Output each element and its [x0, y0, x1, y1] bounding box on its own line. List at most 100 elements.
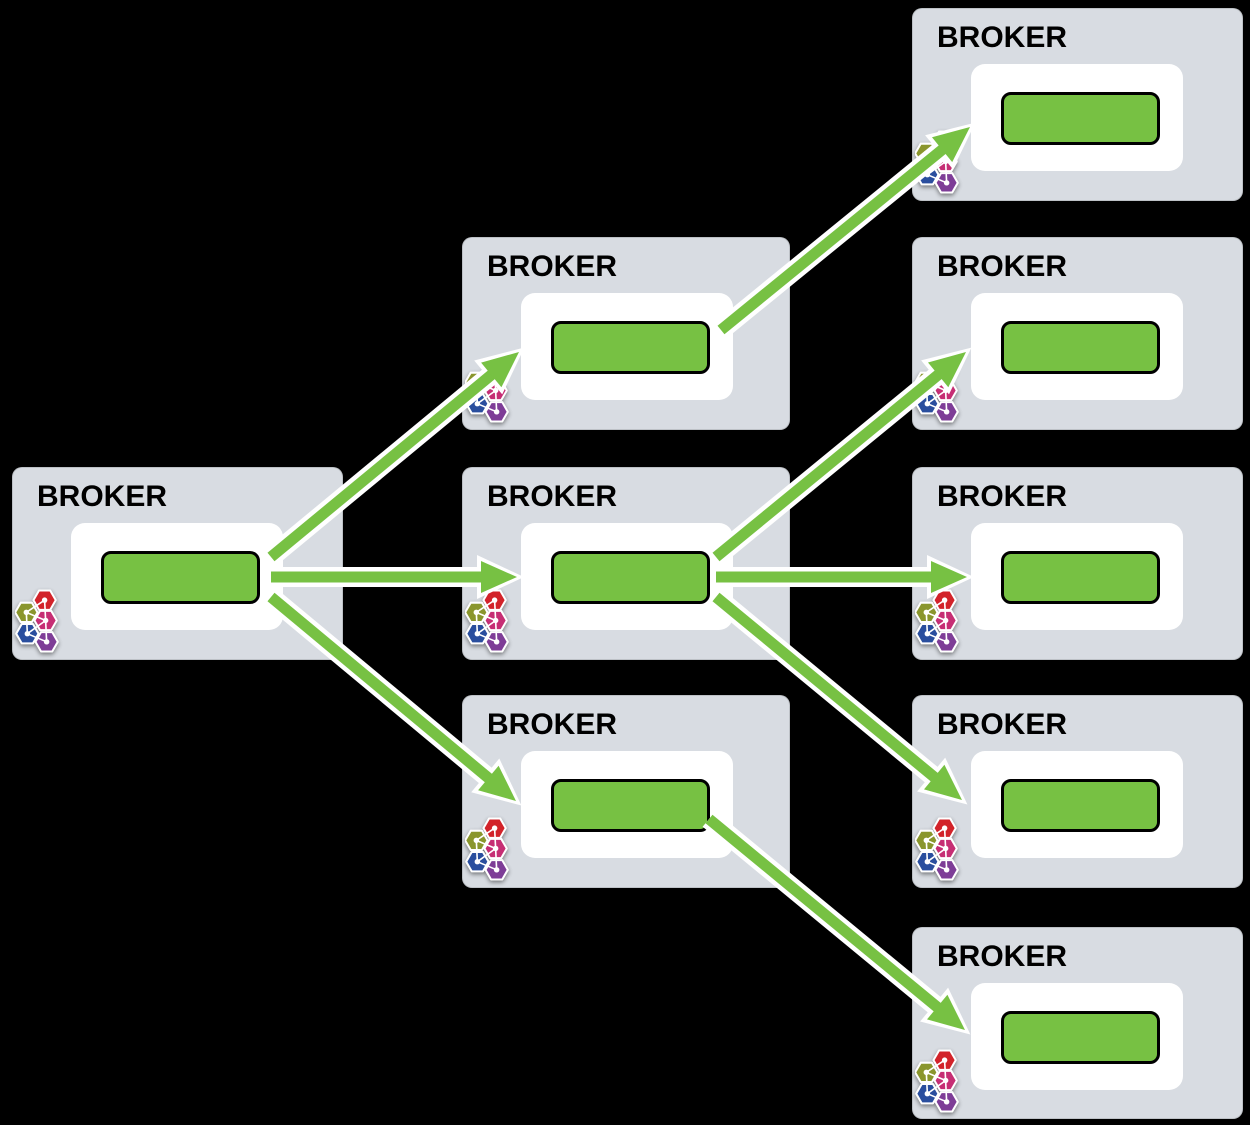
cluster-link [493, 828, 497, 849]
cluster-link [943, 600, 947, 621]
cluster-node-dot [923, 837, 930, 844]
cluster-node-dot [24, 630, 31, 637]
cluster-link [475, 612, 479, 634]
cluster-link [944, 161, 948, 183]
cluster-link [44, 620, 48, 642]
queue-rect [101, 551, 260, 604]
cluster-node-dot [492, 617, 499, 624]
cluster-link [493, 600, 497, 621]
cluster-node-dot [924, 1090, 931, 1097]
cluster-link [943, 370, 947, 391]
queue-panel [971, 64, 1183, 171]
cluster-node-dot [941, 138, 948, 144]
broker-left: BROKER [12, 467, 343, 660]
cluster-link [494, 848, 498, 870]
hexagon-cluster-icon [915, 130, 959, 194]
cluster-node-dot [943, 1099, 950, 1105]
cluster-node-dot [943, 180, 950, 186]
cluster-link [43, 600, 47, 621]
cluster-node-dot [473, 379, 480, 386]
cluster-node-dot [941, 825, 948, 831]
queue-rect [551, 321, 710, 374]
cluster-node-dot [923, 1069, 930, 1076]
broker-right-4: BROKER [912, 695, 1243, 888]
cluster-node-dot [493, 867, 500, 873]
cluster-link [475, 840, 479, 862]
cluster-link [925, 612, 929, 634]
cluster-link [476, 839, 496, 850]
cluster-link [25, 612, 29, 634]
broker-label: BROKER [487, 480, 618, 513]
cluster-link [943, 141, 947, 162]
broker-label: BROKER [487, 250, 618, 283]
queue-rect [1001, 92, 1160, 145]
queue-panel [521, 293, 733, 400]
hexagon-cluster-icon [915, 817, 959, 881]
broker-mid-bottom: BROKER [462, 695, 790, 888]
broker-right-5: BROKER [912, 927, 1243, 1119]
broker-label: BROKER [937, 480, 1068, 513]
broker-label: BROKER [487, 708, 618, 741]
cluster-node-dot [41, 597, 48, 603]
broker-right-2: BROKER [912, 237, 1243, 430]
cluster-link [25, 599, 46, 614]
cluster-node-dot [474, 858, 481, 865]
cluster-link [926, 1079, 947, 1095]
cluster-node-dot [943, 867, 950, 873]
cluster-link [925, 382, 929, 404]
cluster-link [477, 860, 497, 871]
queue-panel [521, 523, 733, 630]
cluster-node-dot [493, 409, 500, 415]
hexagon-cluster-icon [465, 589, 509, 653]
cluster-link [493, 370, 497, 391]
hexagon-cluster-icon [15, 589, 59, 653]
cluster-node-dot [474, 630, 481, 637]
cluster-link [27, 632, 47, 643]
cluster-node-dot [942, 1077, 949, 1084]
cluster-link [494, 390, 498, 412]
cluster-link [925, 840, 929, 862]
queue-rect [1001, 551, 1160, 604]
cluster-node-dot [924, 630, 931, 637]
broker-right-1: BROKER [912, 8, 1243, 201]
cluster-node-dot [491, 597, 498, 603]
cluster-node-dot [924, 400, 931, 407]
cluster-node-dot [924, 171, 931, 178]
cluster-node-dot [923, 609, 930, 616]
broker-label: BROKER [37, 480, 168, 513]
queue-panel [971, 293, 1183, 400]
cluster-node-dot [491, 825, 498, 831]
cluster-link [925, 1072, 929, 1094]
cluster-node-dot [942, 158, 949, 165]
hexagon-cluster-icon [915, 1049, 959, 1113]
cluster-node-dot [941, 367, 948, 373]
hexagon-cluster-icon [915, 359, 959, 423]
cluster-node-dot [941, 597, 948, 603]
cluster-link [925, 153, 929, 175]
hexagon-cluster-icon [915, 589, 959, 653]
queue-rect [1001, 1011, 1160, 1064]
queue-panel [71, 523, 283, 630]
cluster-node-dot [942, 617, 949, 624]
broker-mid-center: BROKER [462, 467, 790, 660]
cluster-node-dot [473, 609, 480, 616]
cluster-node-dot [924, 858, 931, 865]
cluster-link [26, 611, 46, 622]
cluster-node-dot [474, 400, 481, 407]
broker-right-3: BROKER [912, 467, 1243, 660]
cluster-link [927, 1092, 947, 1103]
cluster-node-dot [943, 409, 950, 415]
queue-panel [971, 751, 1183, 858]
cluster-node-dot [943, 639, 950, 645]
queue-rect [551, 551, 710, 604]
queue-panel [971, 523, 1183, 630]
queue-rect [551, 779, 710, 832]
queue-panel [521, 751, 733, 858]
cluster-link [476, 847, 497, 863]
cluster-node-dot [493, 639, 500, 645]
cluster-link [26, 619, 47, 635]
broker-label: BROKER [937, 21, 1068, 54]
broker-label: BROKER [937, 940, 1068, 973]
queue-rect [1001, 321, 1160, 374]
cluster-node-dot [942, 845, 949, 852]
